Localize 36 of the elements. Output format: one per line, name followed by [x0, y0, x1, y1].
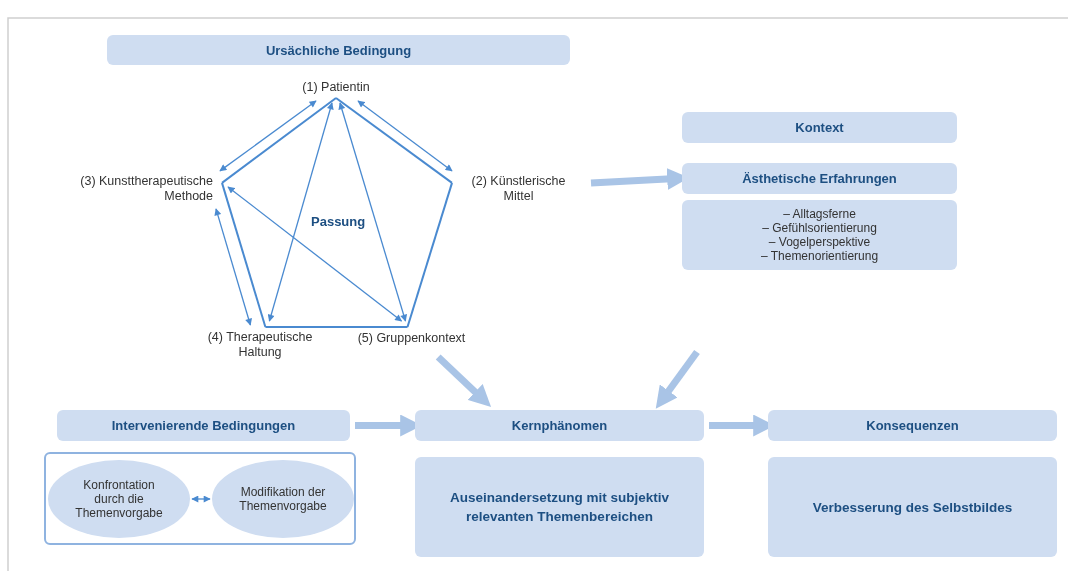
section-header: Kernphänomen	[415, 410, 704, 441]
double-arrow	[338, 102, 408, 322]
list-box	[682, 200, 957, 270]
double-arrow	[227, 186, 403, 322]
double-arrow	[191, 495, 211, 503]
section-header: Konsequenzen	[768, 410, 1057, 441]
section-header: Kontext	[682, 112, 957, 143]
double-arrow	[267, 102, 334, 322]
section-header: Ästhetische Erfahrungen	[682, 163, 957, 194]
group-box	[44, 452, 356, 545]
ellipse-node: Konfrontation durch die Themenvorgabe	[48, 460, 190, 538]
center-label: Passung	[311, 214, 366, 229]
vertex-label: (5) Gruppenkontext	[345, 327, 478, 349]
block-arrow	[435, 354, 492, 408]
list-item: – Alltagsferne	[783, 207, 856, 221]
list-item: – Themenorientierung	[760, 249, 879, 263]
connector-line	[335, 97, 453, 184]
double-arrow	[214, 208, 252, 326]
section-header: Ursächliche Bedingung	[107, 35, 570, 65]
vertex-label: (2) Künstlerische Mittel	[452, 170, 577, 208]
block-arrow	[655, 349, 700, 409]
vertex-label: (3) Kunsttherapeutische Methode	[50, 170, 222, 208]
double-arrow	[219, 100, 317, 172]
connector-line	[221, 181, 267, 328]
list-item: – Gefühlsorientierung	[762, 221, 877, 235]
connector-line	[221, 97, 337, 184]
vertex-label: (1) Patientin	[290, 76, 382, 98]
vertex-label: (4) Therapeutische Haltung	[192, 327, 328, 363]
section-header: Intervenierende Bedingungen	[57, 410, 350, 441]
ellipse-node: Modifikation der Themenvorgabe	[212, 460, 354, 538]
double-arrow	[357, 100, 453, 172]
list-item: – Vogelperspektive	[768, 235, 871, 249]
connector-line	[406, 181, 453, 328]
result-box: Auseinandersetzung mit subjektiv relevanten Themenbereichen	[415, 457, 704, 557]
connector-line	[264, 326, 409, 328]
result-box: Verbesserung des Selbstbildes	[768, 457, 1057, 557]
